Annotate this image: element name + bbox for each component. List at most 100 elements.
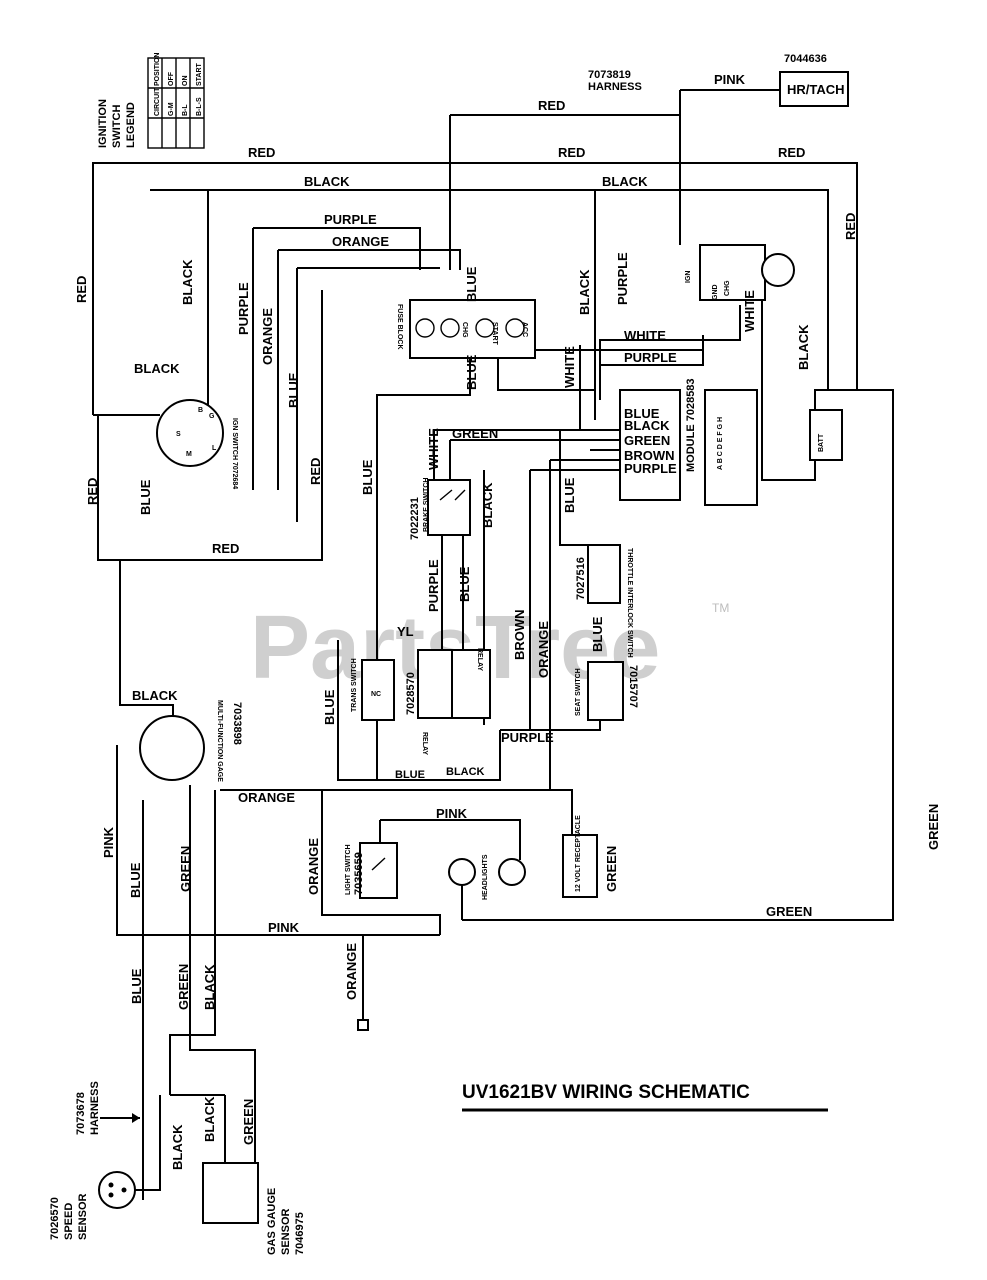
wire-label-orange-left: ORANGE: [260, 308, 275, 365]
charge-term-gnd: GND: [712, 284, 719, 300]
brake-switch-label: BRAKE SWITCH: [423, 478, 430, 532]
wire-label-black-relay: BLACK: [446, 766, 485, 778]
legend-header-circuit: CIRCUIT: [154, 87, 161, 116]
ignition-module: A B C D E F G H MODULE 7028583: [619, 378, 758, 506]
brake-switch: BRAKE SWITCH 7022231: [409, 478, 471, 540]
headlights: HEADLIGHTS: [448, 854, 526, 900]
ign-term-m: M: [186, 451, 192, 458]
wire-label-purple-bottom: PURPLE: [501, 730, 554, 745]
speed-sensor-label-1: SPEED: [63, 1203, 75, 1240]
throttle-label: THROTTLE INTERLOCK SWITCH: [626, 548, 633, 658]
battery: BATT: [809, 409, 843, 461]
wire-label-black-right: BLACK: [796, 324, 811, 370]
wire-label-black-brake: BLACK: [480, 482, 495, 528]
wire-label-green-right: GREEN: [926, 804, 941, 850]
receptacle-12v: 12 VOLT RECEPTACLE: [562, 815, 598, 898]
wire-label-white-center: WHITE: [562, 346, 577, 388]
gas-gauge-sensor: GAS GAUGE SENSOR 7046975: [202, 1162, 306, 1255]
wire-label-pink-left: PINK: [101, 826, 116, 858]
wire-label-blue-fuse-bottom: BLUE: [464, 354, 479, 390]
wire-label-pink-bottom: PINK: [268, 920, 300, 935]
fuse-term-acc: ACC: [521, 322, 528, 337]
charge-term-chg: CHG: [724, 280, 731, 296]
hr-tach-part-number: 7044636: [784, 53, 827, 65]
bottom-harness: 7073678 HARNESS: [75, 1081, 140, 1135]
wire-label-blue-fuse-top: BLUE: [464, 266, 479, 302]
mfg-label: MULTI-FUNCTION GAGE: [216, 700, 223, 782]
ignition-switch-label: IGN SWITCH 7072684: [231, 418, 238, 489]
wire-label-black-speed: BLACK: [170, 1124, 185, 1170]
wire-label-red-2: RED: [558, 145, 585, 160]
headlights-label: HEADLIGHTS: [482, 854, 489, 900]
bottom-harness-label: HARNESS: [89, 1081, 101, 1135]
speed-sensor-number: 7026570: [49, 1197, 61, 1240]
gas-sensor-label-2: SENSOR: [280, 1208, 292, 1255]
legend-heading-3: LEGEND: [125, 102, 137, 148]
trans-switch-label: TRANS SWITCH: [351, 658, 358, 712]
module-lead-brown: BROWN: [624, 448, 675, 463]
speed-sensor-label-2: SENSOR: [77, 1193, 89, 1240]
wire-network: [92, 89, 894, 1200]
wire-label-black-harness: BLACK: [202, 964, 217, 1010]
wire-label-red-low: RED: [212, 541, 239, 556]
module-lead-black: BLACK: [624, 418, 670, 433]
wire-label-purple-left: PURPLE: [236, 282, 251, 335]
throttle-interlock-switch: 7027516 THROTTLE INTERLOCK SWITCH: [575, 544, 633, 658]
schematic-title: UV1621BV WIRING SCHEMATIC: [462, 1082, 750, 1103]
wire-label-green-mid: GREEN: [452, 426, 498, 441]
wire-label-blue-harness: BLUE: [129, 968, 144, 1004]
legend-row-3-pos: START: [196, 62, 203, 86]
brake-switch-number: 7022231: [409, 497, 421, 540]
module-lead-blue: BLUE: [624, 406, 660, 421]
relay-1-label: RELAY: [421, 732, 428, 755]
wire-label-white-1: WHITE: [624, 328, 666, 343]
light-switch: LIGHT SWITCH 7035659: [345, 842, 398, 899]
relay-1: 7028570 RELAY: [405, 649, 457, 755]
wire-label-pink-light: PINK: [436, 806, 468, 821]
seat-switch-number: 7015707: [627, 665, 639, 708]
wire-label-white-right: WHITE: [742, 290, 757, 332]
wire-label-blue-trans: BLUE: [322, 689, 337, 725]
wire-label-red-3: RED: [778, 145, 805, 160]
wire-label-blue-throttle: BLUE: [562, 477, 577, 513]
throttle-number: 7027516: [575, 557, 587, 600]
fuse-term-chg: CHG: [461, 322, 468, 338]
gas-sensor-number: 7046975: [294, 1212, 306, 1255]
relay-2: RELAY: [451, 648, 491, 719]
wire-label-black-gauge: BLACK: [132, 688, 178, 703]
module-lead-green: GREEN: [624, 433, 670, 448]
light-switch-number: 7035659: [353, 852, 365, 895]
wire-label-purple-mid: PURPLE: [624, 350, 677, 365]
charging-coil: IGN GND CHG: [685, 244, 795, 301]
fuse-term-start: START: [491, 322, 498, 346]
fuse-block-label: FUSE BLOCK: [396, 304, 403, 350]
seat-switch-label: SEAT SWITCH: [575, 668, 582, 716]
wire-label-red-far-left: RED: [85, 478, 100, 505]
wire-label-yl: YL: [397, 624, 414, 639]
watermark-tm: TM: [712, 601, 729, 615]
legend-row-2-circ: B-L: [182, 104, 189, 116]
wire-label-green-gas: GREEN: [241, 1099, 256, 1145]
legend-row-1-pos: OFF: [168, 71, 175, 86]
speed-sensor: 7026570 SPEED SENSOR: [49, 1171, 136, 1240]
ign-term-b: B: [198, 407, 203, 414]
wire-label-black-ign: BLACK: [134, 361, 180, 376]
wire-label-red-top: RED: [538, 98, 565, 113]
battery-label: BATT: [818, 433, 825, 452]
wire-label-purple-top: PURPLE: [324, 212, 377, 227]
wire-label-black-2: BLACK: [602, 174, 648, 189]
legend-heading-2: SWITCH: [111, 105, 123, 148]
fuse-block: FUSE BLOCK CHG START ACC: [396, 299, 536, 359]
seat-switch: SEAT SWITCH 7015707: [575, 661, 639, 721]
wire-label-red-left: RED: [74, 276, 89, 303]
wire-label-red-right: RED: [843, 213, 858, 240]
hr-tach: 7044636 HR/TACH: [779, 53, 849, 107]
wire-label-blue-left: BLUE: [286, 372, 301, 408]
wire-label-red-mid: RED: [308, 458, 323, 485]
wire-label-blue-ign: BLUE: [138, 479, 153, 515]
top-harness-number: 7073819: [588, 69, 631, 81]
wire-label-orange-light: ORANGE: [306, 838, 321, 895]
wire-labels: PINK RED RED RED RED BLACK BLACK PURPLE …: [74, 72, 941, 1170]
light-switch-label: LIGHT SWITCH: [345, 844, 352, 895]
